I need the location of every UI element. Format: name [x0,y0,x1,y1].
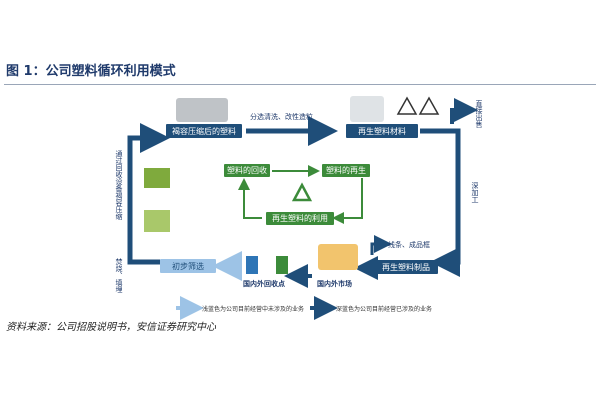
arrow-product-labels [370,235,392,255]
arrow-right-loop [420,128,461,277]
node-plastic-recycle: 塑料的回收 [224,164,270,177]
title-divider [4,84,596,85]
node-plastic-reuse: 再生塑料的利用 [266,212,334,225]
node-initial-sort: 初步筛选 [160,259,216,273]
label-incinerate: 焚烧、填埋 [115,258,123,293]
label-sort-clean: 分选清洗、改性造粒 [250,113,313,121]
arrow-left-loop [127,123,170,265]
label-deep-process: 深加工 [471,182,479,203]
legend-light-text: 浅蓝色为公司目前经营中未涉及的业务 [202,306,305,313]
node-recycled-material: 再生塑料材料 [346,124,418,138]
bin-green-image [276,256,288,274]
products-image [318,244,358,270]
compressed-plastic-image [176,98,228,122]
node-compressed: 褐容压缩后的塑料 [166,124,242,138]
label-collect-compress: 通过回收设备褐容压缩 [115,150,123,220]
recycled-pellets-image [350,96,384,122]
arrow-direct-export [450,98,478,124]
node-domestic-market: 国内外市场 [317,280,352,288]
arrow-regen-to-reuse [332,178,363,224]
compressor-machine-image [144,168,170,188]
arrow-reuse-to-recycle [238,178,262,219]
label-direct-export: 直接出售 [475,100,483,128]
recycle-icon [291,182,313,202]
baler-machine-image [144,210,170,232]
label-product-types: 线条、成品框 [388,241,430,249]
figure-title: 图 1：公司塑料循环利用模式 [6,64,176,79]
node-domestic-collection: 国内外回收点 [243,280,285,288]
figure-source: 资料来源：公司招股说明书，安信证券研究中心 [6,322,216,333]
legend-dark-text: 深蓝色为公司目前经营已涉及的业务 [336,306,433,313]
bin-blue-image [246,256,258,274]
resin-code-icon [396,96,440,115]
node-recycled-product: 再生塑料制品 [374,260,438,274]
node-plastic-regen: 塑料的再生 [322,164,370,177]
